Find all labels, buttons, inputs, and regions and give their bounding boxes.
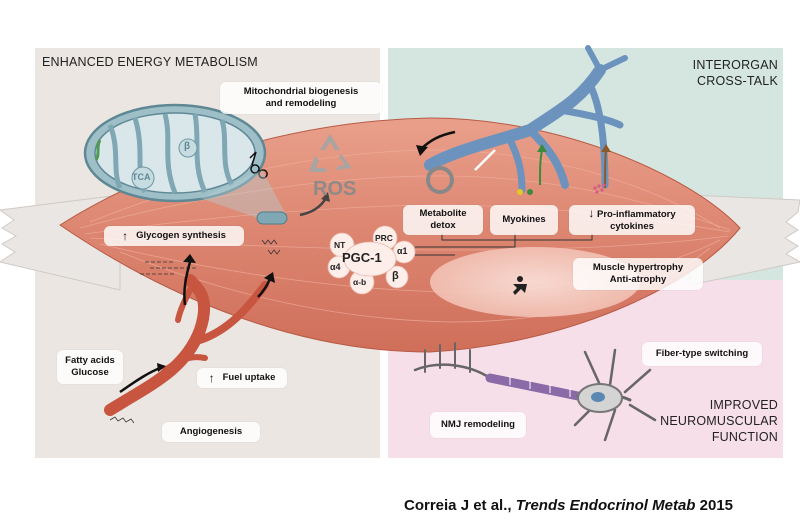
interorgan-title-line1: INTERORGAN [692, 58, 778, 72]
pgc-ab-label: α-b [353, 277, 367, 287]
blood-vessel-red [104, 274, 269, 416]
neuron-icon [413, 342, 657, 442]
flexing-figure-icon [513, 276, 527, 295]
neuromuscular-title-line1: IMPROVED [709, 398, 778, 412]
zoom-cone [200, 170, 288, 218]
pgc-b-label: β [392, 270, 399, 282]
mitochondrion-icon [83, 103, 268, 203]
pgc-cluster [327, 225, 416, 295]
neuromuscular-title-line2: NEUROMUSCULAR [660, 414, 778, 428]
angiogenesis-label: Angiogenesis [162, 422, 260, 442]
pgc1-label: PGC-1 [342, 250, 382, 265]
energy-metabolism-title: ENHANCED ENERGY METABOLISM [42, 55, 258, 69]
glycogen-granules [140, 261, 196, 275]
citation: Correia J et al., Trends Endocrinol Meta… [404, 497, 734, 514]
blood-vessel-blue [424, 45, 628, 194]
pgc-prc-label: PRC [375, 233, 393, 243]
interorgan-title-line2: CROSS-TALK [697, 74, 778, 88]
glycogen-label: ↑Glycogen synthesis [104, 226, 244, 246]
cytokine-dots [593, 183, 606, 194]
ros-label: ROS [313, 178, 357, 200]
pgc-a1-label: α1 [397, 246, 408, 256]
down-arrow-icon: ↓ [588, 206, 595, 220]
metabolite-cycle-icon [426, 166, 454, 194]
fiber-type-label: Fiber-type switching [642, 342, 762, 366]
recycle-icon [309, 134, 352, 172]
mito-beta-label: β [184, 141, 191, 152]
mito-small-icon [256, 211, 288, 225]
up-arrow-icon: ↑ [122, 229, 129, 243]
pgc-a4-label: α4 [330, 262, 341, 272]
up-arrow-icon: ↑ [208, 371, 215, 385]
neuromuscular-title-line3: FUNCTION [711, 430, 778, 444]
nmj-label: NMJ remodeling [430, 412, 526, 438]
tca-label: TCA [132, 172, 151, 182]
pgc-nt-label: NT [334, 240, 346, 250]
myokines-label: Myokines [490, 205, 558, 235]
fuel-uptake-label: ↑Fuel uptake [197, 368, 287, 388]
